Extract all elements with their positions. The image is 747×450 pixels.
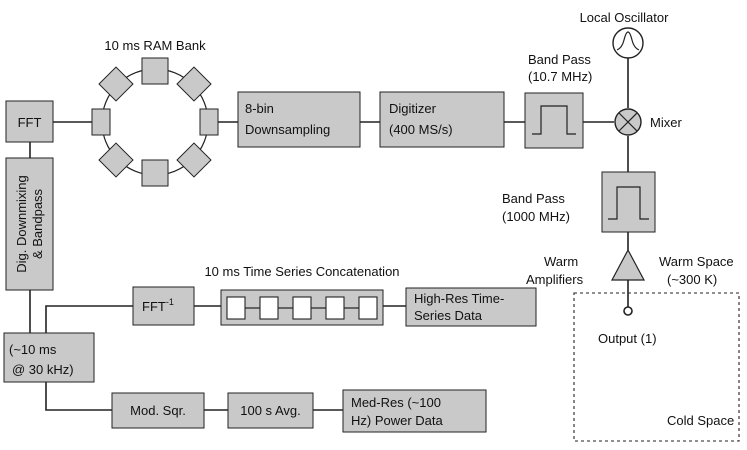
concat-slot <box>292 296 312 320</box>
mixer-label: Mixer <box>650 115 682 130</box>
buffer-label-2: @ 30 kHz) <box>12 362 74 377</box>
avg-block: 100 s Avg. <box>227 392 314 429</box>
buffer-block: (~10 ms @ 30 kHz) <box>3 332 95 383</box>
time-series-concat-label: 10 ms Time Series Concatenation <box>204 264 399 279</box>
medres-label-1: Med-Res (~100 <box>351 395 441 410</box>
connection-lines <box>29 57 629 411</box>
medres-data-block: Med-Res (~100 Hz) Power Data <box>342 389 487 433</box>
bandpass-top-label-2: (10.7 MHz) <box>528 69 592 84</box>
output-label: Output (1) <box>598 331 657 346</box>
dig-downmixing-label-2: & Bandpass <box>30 188 45 259</box>
warm-amplifiers-label-2: Amplifiers <box>526 272 584 287</box>
downsampling-label-1: 8-bin <box>245 101 274 116</box>
warm-amplifiers-label-1: Warm <box>544 254 578 269</box>
bandpass-mid-block <box>601 171 656 233</box>
dig-downmixing-label-1: Dig. Downmixing <box>14 175 29 273</box>
mod-sqr-block: Mod. Sqr. <box>111 392 205 429</box>
ram-slot <box>199 108 219 136</box>
warm-space-label-1: Warm Space <box>659 254 734 269</box>
digitizer-label-1: Digitizer <box>389 101 437 116</box>
bandpass-mid-label-2: (1000 MHz) <box>502 209 570 224</box>
fft-label: FFT <box>18 115 42 130</box>
local-oscillator-label: Local Oscillator <box>580 10 670 25</box>
output-port-icon <box>623 306 633 316</box>
ifft-label: FFT-1 <box>142 297 174 314</box>
mixer-icon <box>614 108 642 136</box>
amplifier-icon <box>611 248 645 281</box>
bandpass-top-block <box>524 92 584 149</box>
concat-slot <box>259 296 279 320</box>
ifft-block: FFT-1 <box>132 286 195 326</box>
ram-bank-label: 10 ms RAM Bank <box>104 38 206 53</box>
ram-slot <box>141 57 169 85</box>
medres-label-2: Hz) Power Data <box>351 413 444 428</box>
bandpass-mid-label-1: Band Pass <box>502 191 565 206</box>
dig-downmixing-block: Dig. Downmixing & Bandpass <box>5 157 54 291</box>
concat-slot <box>358 296 378 320</box>
ram-slot <box>98 66 134 102</box>
local-oscillator <box>612 27 644 59</box>
highres-data-block: High-Res Time- Series Data <box>405 287 537 327</box>
highres-label-2: Series Data <box>414 308 483 323</box>
ram-slot <box>98 142 134 178</box>
avg-label: 100 s Avg. <box>240 403 300 418</box>
buffer-label-1: (~10 ms <box>9 342 57 357</box>
warm-space-label-2: (~300 K) <box>667 272 717 287</box>
mod-sqr-label: Mod. Sqr. <box>130 403 186 418</box>
ram-bank-ring <box>91 57 219 187</box>
highres-label-1: High-Res Time- <box>414 291 504 306</box>
downsampling-block: 8-bin Downsampling <box>237 91 361 148</box>
concat-buffer-block <box>220 289 384 326</box>
ram-slot <box>91 108 111 136</box>
digitizer-block: Digitizer (400 MS/s) <box>379 91 505 148</box>
digitizer-label-2: (400 MS/s) <box>389 122 453 137</box>
ram-slot <box>176 66 212 102</box>
concat-slot <box>226 296 246 320</box>
ram-slot <box>141 159 169 187</box>
cold-space-region <box>573 292 740 442</box>
bandpass-top-label-1: Band Pass <box>528 52 591 67</box>
concat-slot <box>325 296 345 320</box>
cold-space-label: Cold Space <box>667 413 734 428</box>
fft-block: FFT <box>5 100 54 143</box>
ram-slot <box>176 142 212 178</box>
downsampling-label-2: Downsampling <box>245 122 330 137</box>
